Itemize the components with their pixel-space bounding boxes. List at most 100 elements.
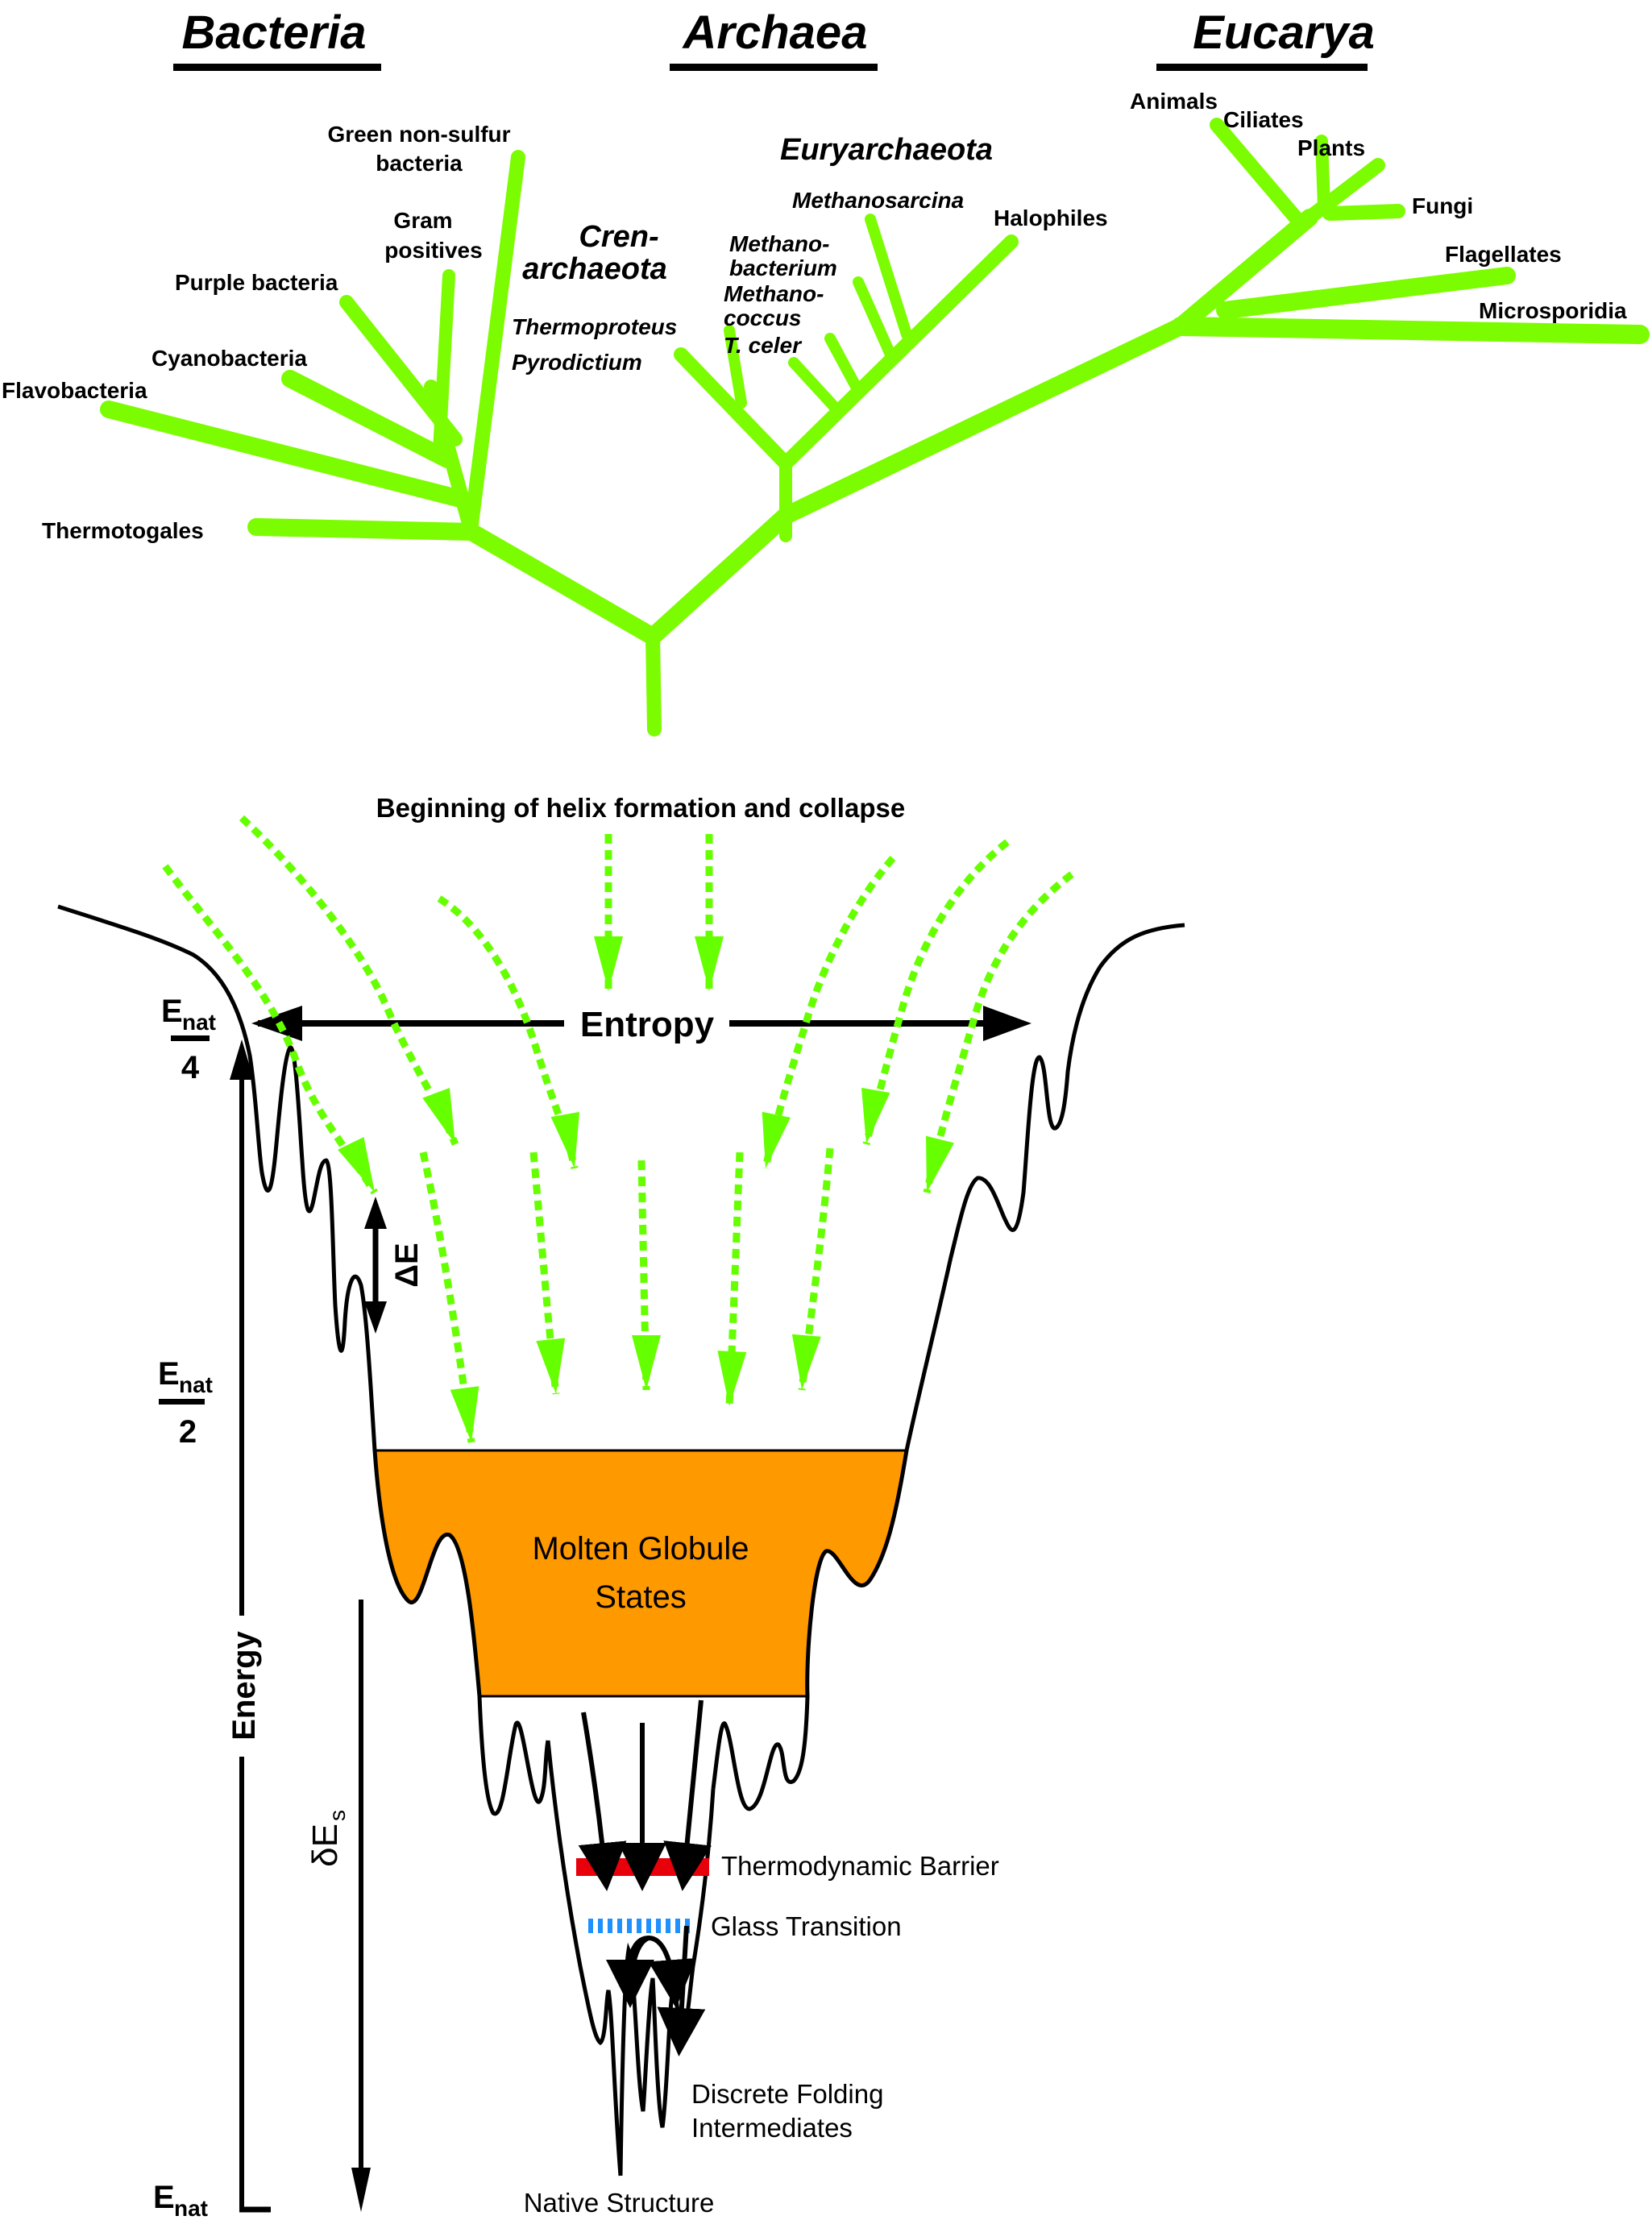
branch-pyrodictium [674, 347, 793, 471]
green-folding-arrows [162, 815, 1074, 1443]
label-entropy: Entropy [580, 1005, 715, 1044]
branch-methanosarcina [865, 214, 912, 340]
funnel-outline-left [57, 904, 550, 1816]
green-arrowhead [594, 936, 623, 991]
funnel-outline-right [711, 923, 1185, 1811]
enat2-E: E [158, 1356, 180, 1392]
label-thermotogales: Thermotogales [42, 518, 204, 543]
label-cyanobacteria: Cyanobacteria [152, 346, 307, 371]
green-arrowhead [861, 1087, 890, 1144]
delta-es-arrowhead [351, 2168, 371, 2212]
branch-eucarya-crown [1172, 209, 1318, 335]
energy-axis-arrowhead [230, 1039, 254, 1080]
label-fungi: Fungi [1412, 193, 1473, 218]
underline-bacteria [173, 64, 381, 71]
branch-methanobacterium [853, 276, 896, 360]
label-green-non-sulfur: Green non-sulfur [327, 122, 510, 147]
pathway-arrow-left [578, 1712, 627, 1891]
enat-sub: nat [174, 2196, 208, 2220]
folding-funnel: Beginning of helix formation and collaps… [57, 793, 1185, 2220]
branch-methanococcus [824, 333, 864, 396]
enat4-denominator: 4 [181, 1050, 200, 1085]
label-methanosarcina: Methanosarcina [792, 188, 964, 213]
label-pyrodictium: Pyrodictium [512, 350, 642, 375]
green-arrowhead [422, 1088, 455, 1144]
branch-fungi [1322, 204, 1405, 221]
enat4-E: E [161, 994, 183, 1029]
label-enat-half: E nat 2 [158, 1356, 213, 1450]
enat-E: E [153, 2180, 175, 2215]
green-arrowhead [695, 936, 724, 991]
label-delta-e: ΔE [389, 1243, 425, 1287]
label-crenarchaeota-1: Cren- [579, 220, 658, 254]
delta-e-arrowhead-up [364, 1197, 387, 1229]
enat2-denominator: 2 [179, 1414, 197, 1450]
label-t-celer: T. celer [724, 333, 803, 358]
label-flavobacteria: Flavobacteria [2, 378, 147, 403]
label-enat: E nat [153, 2180, 208, 2220]
branch-archaea-eucarya-stem [644, 507, 795, 645]
branch-flavobacteria [100, 400, 472, 508]
green-arrow-shaft [923, 871, 1074, 1193]
enat4-fraction-bar [171, 1035, 210, 1041]
branch-flagellates [1216, 267, 1516, 319]
inner-funnel-left [546, 1740, 623, 2176]
label-native-structure: Native Structure [524, 2188, 715, 2218]
branch-eucarya-stem [777, 317, 1189, 525]
label-crenarchaeota-2: archaeota [522, 252, 667, 286]
green-arrowhead [550, 1111, 580, 1168]
label-methanococcus-2: coccus [724, 305, 802, 330]
label-discrete-folding-2: Intermediates [691, 2113, 853, 2143]
domain-title-archaea: Archaea [682, 6, 868, 59]
label-green-non-sulfur-2: bacteria [376, 151, 463, 176]
enat4-sub: nat [182, 1010, 216, 1035]
delta-es-sub: s [325, 1810, 350, 1821]
delta-es-main: δE [305, 1824, 345, 1867]
label-ciliates: Ciliates [1223, 107, 1304, 132]
pathway-arrow-loop-left [606, 1936, 655, 2008]
branch-t-celer [788, 357, 844, 417]
enat2-fraction-bar [159, 1399, 205, 1405]
label-flagellates: Flagellates [1445, 242, 1562, 267]
label-halophiles: Halophiles [994, 205, 1108, 230]
green-arrow-shaft [162, 864, 378, 1195]
entropy-arrow-right-head [983, 1006, 1031, 1041]
label-purple-bacteria: Purple bacteria [175, 270, 338, 295]
underline-archaea [670, 64, 878, 71]
label-methanobacterium-2: bacterium [729, 255, 837, 280]
domain-title-bacteria: Bacteria [182, 6, 367, 59]
green-arrowhead [791, 1334, 821, 1390]
entropy-arrow-left-head [251, 1006, 302, 1041]
label-euryarchaeota: Euryarchaeota [780, 133, 993, 167]
green-arrowhead [536, 1338, 566, 1394]
green-arrowhead [450, 1386, 479, 1442]
enat2-sub: nat [179, 1372, 213, 1397]
label-thermoproteus: Thermoproteus [512, 314, 677, 339]
label-gram-positives: positives [384, 238, 482, 263]
branch-thermoproteus [724, 325, 747, 409]
delta-e-arrowhead-down [364, 1301, 387, 1334]
label-energy: Energy [226, 1630, 262, 1740]
green-arrow-shaft [239, 815, 459, 1146]
label-molten-globule-1: Molten Globule [532, 1531, 749, 1566]
label-plants: Plants [1297, 135, 1365, 160]
pathway-arrow-right [663, 1699, 712, 1891]
domain-title-eucarya: Eucarya [1193, 6, 1375, 59]
molten-globule-region [375, 1450, 907, 1696]
branch-root [645, 629, 662, 737]
label-molten-globule-2: States [595, 1579, 686, 1615]
branch-animals [1210, 118, 1306, 229]
green-arrowhead [632, 1335, 661, 1390]
label-enat-quarter: E nat 4 [161, 994, 216, 1085]
underline-eucarya [1156, 64, 1368, 71]
label-discrete-folding-1: Discrete Folding [691, 2079, 883, 2109]
label-thermodynamic-barrier: Thermodynamic Barrier [721, 1851, 999, 1881]
green-arrow-shaft [437, 895, 579, 1169]
green-arrowhead [762, 1111, 791, 1168]
label-delta-es: δE s [305, 1810, 350, 1867]
label-helix-formation: Beginning of helix formation and collaps… [376, 793, 905, 823]
branch-thermotogales [247, 518, 480, 541]
label-methanobacterium-1: Methano- [729, 231, 829, 256]
label-gram: Gram [393, 208, 452, 233]
